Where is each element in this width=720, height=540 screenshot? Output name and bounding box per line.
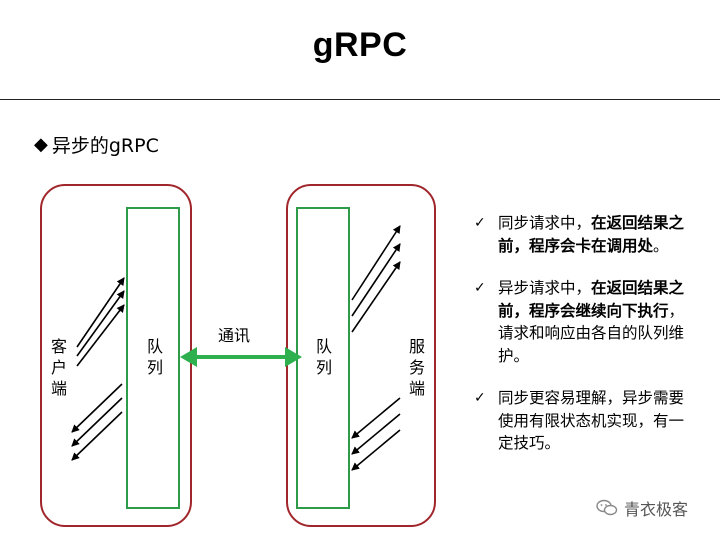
client-queue-label: 队 列 bbox=[146, 337, 163, 377]
section-heading: ◆ 异步的gRPC bbox=[34, 131, 159, 158]
client-queue-box bbox=[126, 207, 180, 509]
bullet-item: ✓ 同步更容易理解，异步需要使用有限状态机实现，有一定技巧。 bbox=[474, 387, 686, 455]
bullet-item: ✓ 同步请求中，在返回结果之前，程序会卡在调用处。 bbox=[474, 212, 686, 257]
wechat-icon bbox=[596, 499, 618, 516]
bullet-item: ✓ 异步请求中，在返回结果之前，程序会继续向下执行，请求和响应由各自的队列维护。 bbox=[474, 277, 686, 367]
watermark: 青衣极客 bbox=[596, 496, 688, 520]
slide-title: gRPC bbox=[312, 26, 408, 64]
bullet-text: 异步请求中，在返回结果之前，程序会继续向下执行，请求和响应由各自的队列维护。 bbox=[498, 279, 685, 365]
server-label: 服 务 端 bbox=[408, 337, 425, 398]
client-response-arrows bbox=[71, 383, 123, 461]
check-icon: ✓ bbox=[474, 215, 486, 231]
bullet-text: 同步请求中，在返回结果之前，程序会卡在调用处。 bbox=[498, 214, 685, 255]
bullet-list: ✓ 同步请求中，在返回结果之前，程序会卡在调用处。 ✓ 异步请求中，在返回结果之… bbox=[474, 212, 686, 455]
bullet-text: 同步更容易理解，异步需要使用有限状态机实现，有一定技巧。 bbox=[498, 389, 685, 452]
title-divider bbox=[0, 99, 720, 100]
server-queue-label: 队 列 bbox=[315, 337, 332, 377]
bidirectional-arrow bbox=[180, 347, 302, 367]
section-heading-text: 异步的gRPC bbox=[51, 135, 159, 157]
watermark-text: 青衣极客 bbox=[624, 500, 689, 519]
client-label: 客 户 端 bbox=[50, 337, 67, 398]
communication-label: 通讯 bbox=[218, 326, 251, 345]
check-icon: ✓ bbox=[474, 390, 486, 406]
server-response-arrows bbox=[351, 397, 401, 471]
client-request-arrows bbox=[76, 277, 125, 367]
diamond-bullet-icon: ◆ bbox=[34, 134, 48, 155]
server-request-arrows bbox=[351, 225, 401, 333]
check-icon: ✓ bbox=[474, 280, 486, 296]
